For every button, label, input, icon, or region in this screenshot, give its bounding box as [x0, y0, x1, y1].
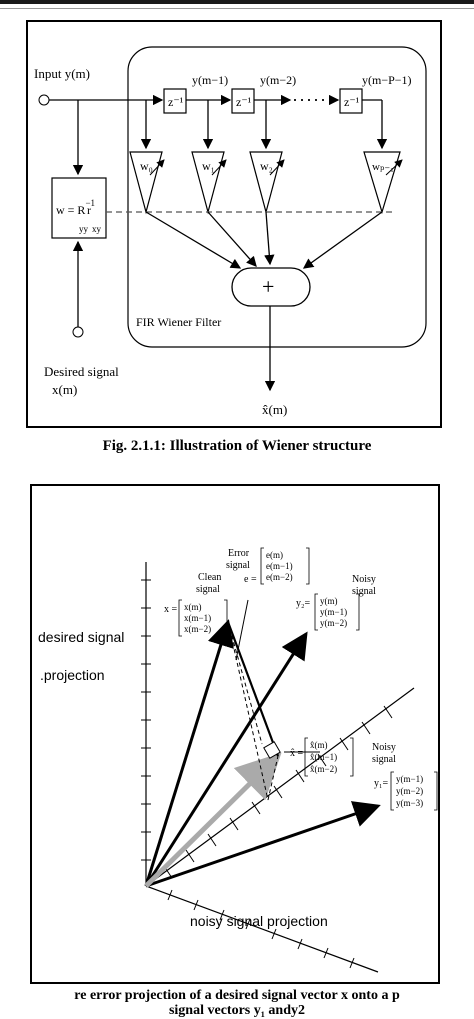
w0-to-sum	[145, 211, 242, 269]
weight-label-w1: w₁	[202, 159, 215, 173]
weight-wp: wₚ₋₁	[363, 151, 403, 215]
figure2-caption-line2: signal vectors y₁ andy2	[168, 1003, 306, 1018]
clean-vector-matrix: x(m) x(m−1) x(m−2)	[178, 599, 228, 637]
tap-label-1: y(m−1)	[192, 73, 228, 87]
error-signal-label-2: signal	[226, 560, 250, 571]
clean-vec-0: x(m)	[184, 602, 202, 612]
wp-to-sum	[302, 211, 383, 269]
xhat-vector-matrix: x̂(m) x̂(m−1) x̂(m−2)	[304, 737, 354, 777]
xhat-vec-2: x̂(m−2)	[310, 764, 337, 774]
noisy-signal-b-label-2: signal	[372, 754, 396, 765]
noisy-signal-label-2: signal	[352, 586, 376, 597]
input-label: Input y(m)	[34, 66, 90, 81]
output-label: x̂(m)	[262, 402, 287, 417]
ticks-vertical	[141, 579, 151, 861]
noisy-signal-b-label-1: Noisy	[372, 742, 396, 753]
y1-vector-matrix: y(m−1) y(m−2) y(m−3)	[390, 771, 438, 811]
figure1-caption: Fig. 2.1.1: Illustration of Wiener struc…	[102, 438, 372, 454]
y1-vec-0: y(m−1)	[396, 774, 423, 784]
estimate-vector	[144, 752, 282, 888]
noisy-y2-vector	[144, 631, 308, 887]
xhat-vec-0: x̂(m)	[310, 740, 328, 750]
error-vec-0: e(m)	[266, 550, 283, 560]
error-vector-matrix: e(m) e(m−1) e(m−2)	[260, 547, 310, 585]
y2-vector-matrix: y(m) y(m−1) y(m−2)	[314, 593, 360, 631]
w1-to-sum	[207, 211, 257, 267]
ticks-horizontal	[167, 889, 355, 969]
clean-vec-1: x(m−1)	[184, 613, 211, 623]
weight-label-w2: w₂	[260, 159, 273, 173]
figure1-frame	[26, 20, 442, 428]
xhat-label: x̂ =	[290, 748, 304, 759]
weight-label-wp: wₚ₋₁	[372, 161, 394, 173]
weight-w1: w₁	[191, 151, 227, 215]
desired-projection-label: desired signal	[38, 629, 124, 645]
y2-vec-0: y(m)	[320, 596, 338, 606]
desired-projection-label-2: .projection	[40, 667, 105, 683]
desired-var: x(m)	[52, 382, 77, 397]
desired-label: Desired signal	[44, 364, 119, 379]
error-vec-1: e(m−1)	[266, 561, 293, 571]
filter-label: FIR Wiener Filter	[136, 315, 221, 329]
error-vector	[226, 621, 280, 757]
clean-signal-label-2: signal	[196, 584, 220, 595]
ticks-diagonal	[163, 705, 393, 879]
top-border	[0, 0, 474, 4]
projection-dashed-3	[267, 755, 279, 801]
xhat-vec-1: x̂(m−1)	[310, 752, 337, 762]
noisy-y1-vector	[145, 801, 381, 888]
delay-box-3	[339, 88, 363, 114]
y2-vec-1: y(m−1)	[320, 607, 347, 617]
tap-label-2: y(m−2)	[260, 73, 296, 87]
delay-label-1: z⁻¹	[168, 95, 184, 109]
delay-box-2	[231, 88, 255, 114]
delay-label-2: z⁻¹	[236, 95, 252, 109]
error-signal-label-1: Error	[228, 548, 250, 559]
fir-filter-panel	[127, 46, 427, 348]
right-angle-marker	[263, 741, 281, 759]
clean-vec-2: x(m−2)	[184, 624, 211, 634]
error-e-label: e =	[244, 574, 257, 585]
clean-signal-vector	[144, 619, 234, 887]
weight-compute-box	[51, 177, 107, 239]
y2-label: y₂=	[296, 598, 310, 609]
figure2-frame	[30, 484, 440, 984]
weight-formula: w = R−1r	[56, 198, 95, 217]
summer-symbol: +	[262, 274, 274, 299]
error-pointer	[235, 599, 249, 661]
error-vec-2: e(m−2)	[266, 572, 293, 582]
clean-x-label: x =	[164, 604, 178, 615]
delay-box-1	[163, 88, 187, 114]
projection-dashed-2	[227, 621, 263, 745]
top-rule	[0, 8, 474, 9]
axis-horizontal	[145, 885, 379, 973]
tap-label-3: y(m−P−1)	[362, 73, 412, 87]
y1-label: y₁=	[374, 778, 388, 789]
y2-vec-2: y(m−2)	[320, 618, 347, 628]
delay-label-3: z⁻¹	[344, 95, 360, 109]
noisy-projection-label: noisy signal projection	[190, 913, 328, 929]
y1-vec-1: y(m−2)	[396, 786, 423, 796]
clean-signal-label-1: Clean	[198, 572, 221, 583]
weight-w0: w₀	[129, 151, 165, 215]
weight-label-w0: w₀	[140, 159, 153, 173]
noisy-signal-label-1: Noisy	[352, 574, 376, 585]
weight-w2: w₂	[249, 151, 285, 215]
w2-to-sum	[264, 211, 275, 266]
figure2-caption-line1: re error projection of a desired signal …	[74, 988, 400, 1003]
summer	[231, 267, 311, 307]
y1-vec-2: y(m−3)	[396, 798, 423, 808]
projection-dashed-1	[227, 621, 269, 801]
